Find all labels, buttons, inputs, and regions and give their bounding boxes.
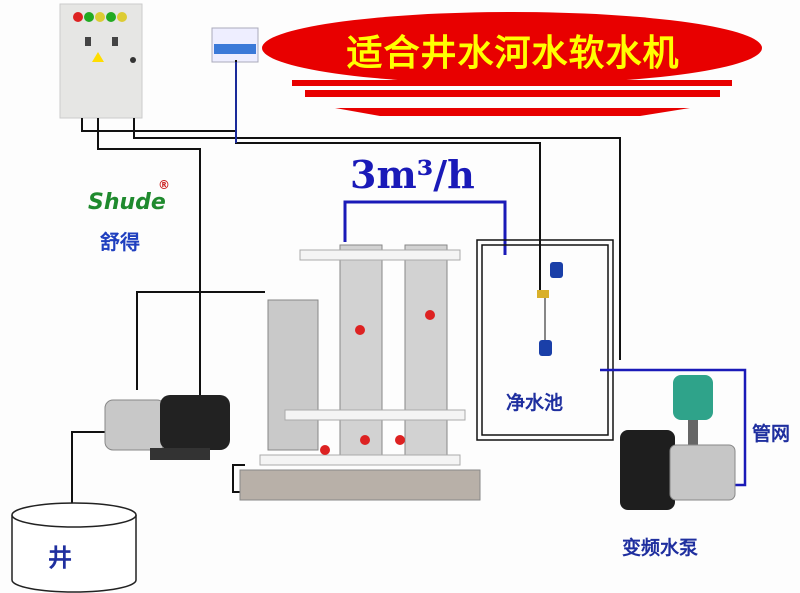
pipe-network-label: 管网 [752, 423, 791, 445]
brand-logo-cn: 舒得 [100, 230, 140, 254]
raw-water-pump [104, 395, 230, 460]
circuit-breaker [211, 27, 259, 63]
wires [71, 60, 621, 515]
well-label: 井 [48, 544, 72, 572]
brand-logo-en: Shude [88, 190, 166, 215]
variable-frequency-pump [620, 375, 736, 510]
outlet-pipe [343, 200, 507, 255]
flow-rate-label: 3m³/h [350, 152, 475, 197]
well [11, 502, 137, 593]
pump-label: 变频水泵 [622, 537, 699, 559]
softener-equipment [239, 244, 481, 501]
title-banner [262, 12, 762, 116]
float-switch-icon [537, 262, 563, 356]
control-box [59, 3, 143, 119]
clean-water-pool-label: 净水池 [506, 392, 564, 414]
diagram-title: 适合井水河水软水机 [346, 33, 680, 74]
trademark-icon: ® [158, 178, 170, 192]
clean-water-pool [476, 239, 614, 441]
